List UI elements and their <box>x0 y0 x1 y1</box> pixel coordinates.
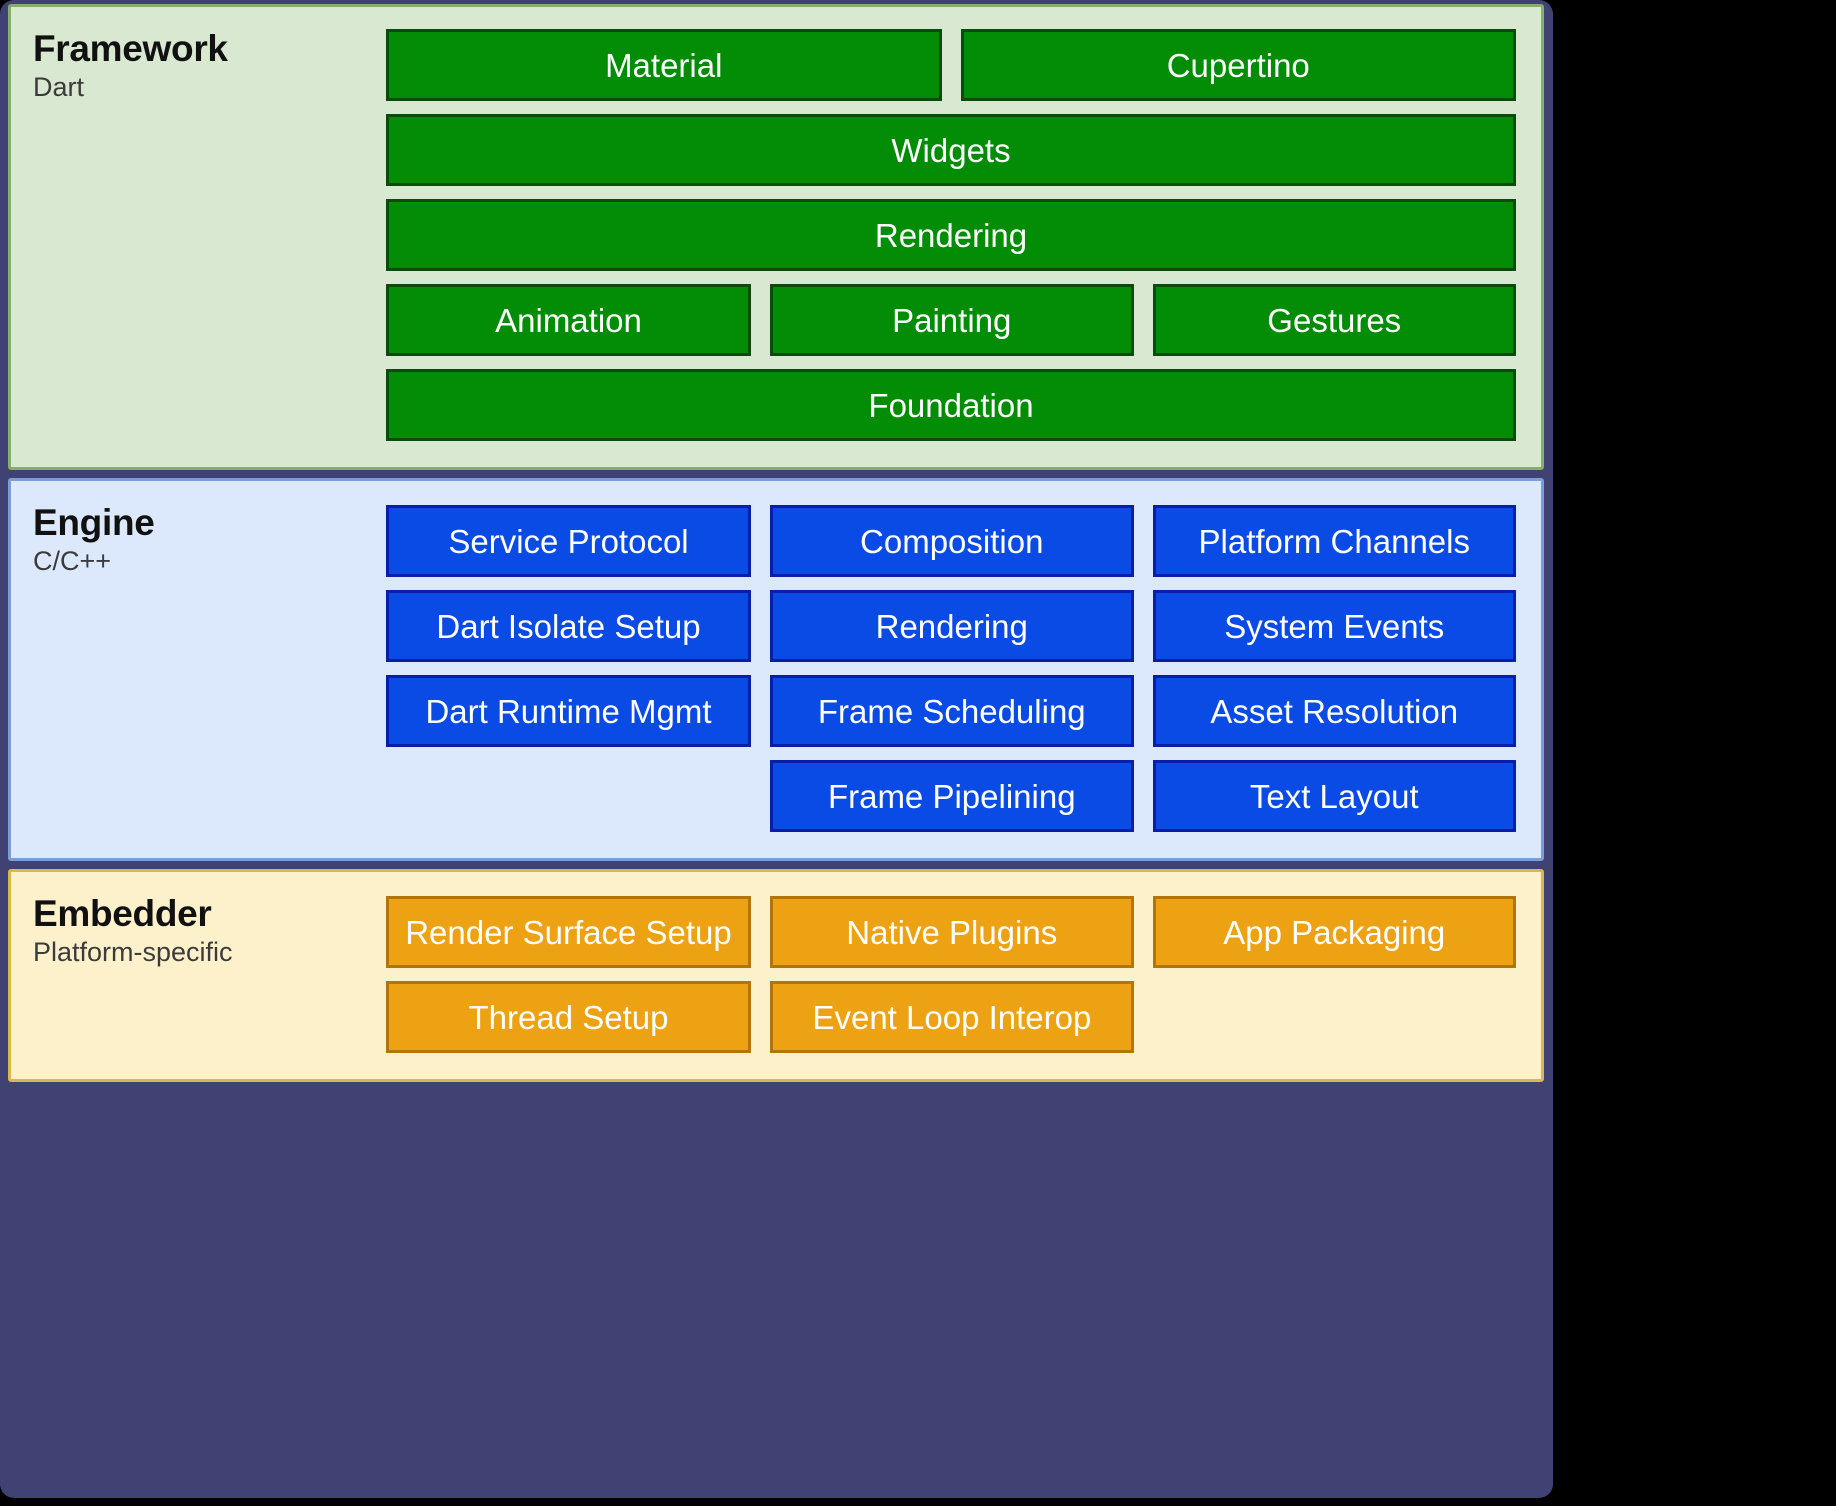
layer-engine-body: Service Protocol Composition Platform Ch… <box>386 481 1541 858</box>
box-material[interactable]: Material <box>386 29 942 101</box>
box-composition[interactable]: Composition <box>770 505 1134 577</box>
layer-framework-label: Framework Dart <box>11 7 386 467</box>
box-service-protocol[interactable]: Service Protocol <box>386 505 751 577</box>
framework-row-2: Widgets <box>386 114 1516 186</box>
box-thread-setup[interactable]: Thread Setup <box>386 981 751 1053</box>
layer-framework: Framework Dart Material Cupertino Widget… <box>8 4 1544 470</box>
box-rendering-engine[interactable]: Rendering <box>770 590 1134 662</box>
engine-row-4: Frame Pipelining Text Layout <box>386 760 1516 832</box>
layer-engine-subtitle: C/C++ <box>33 545 112 576</box>
box-frame-scheduling[interactable]: Frame Scheduling <box>770 675 1134 747</box>
framework-row-3: Rendering <box>386 199 1516 271</box>
framework-row-1: Material Cupertino <box>386 29 1516 101</box>
layer-engine-title: Engine <box>33 502 155 543</box>
embedder-row-2: Thread Setup Event Loop Interop <box>386 981 1516 1053</box>
layer-framework-title: Framework <box>33 28 228 69</box>
framework-row-5: Foundation <box>386 369 1516 441</box>
box-text-layout[interactable]: Text Layout <box>1152 760 1516 832</box>
layer-embedder: Embedder Platform-specific Render Surfac… <box>8 869 1544 1082</box>
box-animation[interactable]: Animation <box>386 284 751 356</box>
layer-framework-subtitle: Dart <box>33 71 85 102</box>
box-foundation[interactable]: Foundation <box>386 369 1516 441</box>
box-event-loop-interop[interactable]: Event Loop Interop <box>770 981 1134 1053</box>
engine-row-1: Service Protocol Composition Platform Ch… <box>386 505 1516 577</box>
box-painting[interactable]: Painting <box>770 284 1134 356</box>
architecture-layer-stack: Framework Dart Material Cupertino Widget… <box>8 4 1544 1082</box>
box-gestures[interactable]: Gestures <box>1152 284 1516 356</box>
embedder-row-1: Render Surface Setup Native Plugins App … <box>386 896 1516 968</box>
box-system-events[interactable]: System Events <box>1152 590 1516 662</box>
layer-engine-label: Engine C/C++ <box>11 481 386 858</box>
box-rendering-framework[interactable]: Rendering <box>386 199 1516 271</box>
framework-row-4: Animation Painting Gestures <box>386 284 1516 356</box>
layer-embedder-title: Embedder <box>33 893 212 934</box>
box-platform-channels[interactable]: Platform Channels <box>1152 505 1516 577</box>
box-dart-runtime-mgmt[interactable]: Dart Runtime Mgmt <box>386 675 751 747</box>
box-dart-isolate-setup[interactable]: Dart Isolate Setup <box>386 590 751 662</box>
engine-row-2: Dart Isolate Setup Rendering System Even… <box>386 590 1516 662</box>
layer-engine: Engine C/C++ Service Protocol Compositio… <box>8 478 1544 861</box>
box-cupertino[interactable]: Cupertino <box>960 29 1516 101</box>
engine-row-3: Dart Runtime Mgmt Frame Scheduling Asset… <box>386 675 1516 747</box>
layer-embedder-body: Render Surface Setup Native Plugins App … <box>386 872 1541 1079</box>
box-asset-resolution[interactable]: Asset Resolution <box>1152 675 1516 747</box>
box-render-surface-setup[interactable]: Render Surface Setup <box>386 896 751 968</box>
box-app-packaging[interactable]: App Packaging <box>1152 896 1516 968</box>
layer-embedder-subtitle: Platform-specific <box>33 936 233 967</box>
layer-framework-body: Material Cupertino Widgets Rendering Ani… <box>386 7 1541 467</box>
box-frame-pipelining[interactable]: Frame Pipelining <box>770 760 1134 832</box>
layer-embedder-label: Embedder Platform-specific <box>11 872 386 1079</box>
box-widgets[interactable]: Widgets <box>386 114 1516 186</box>
box-native-plugins[interactable]: Native Plugins <box>770 896 1134 968</box>
